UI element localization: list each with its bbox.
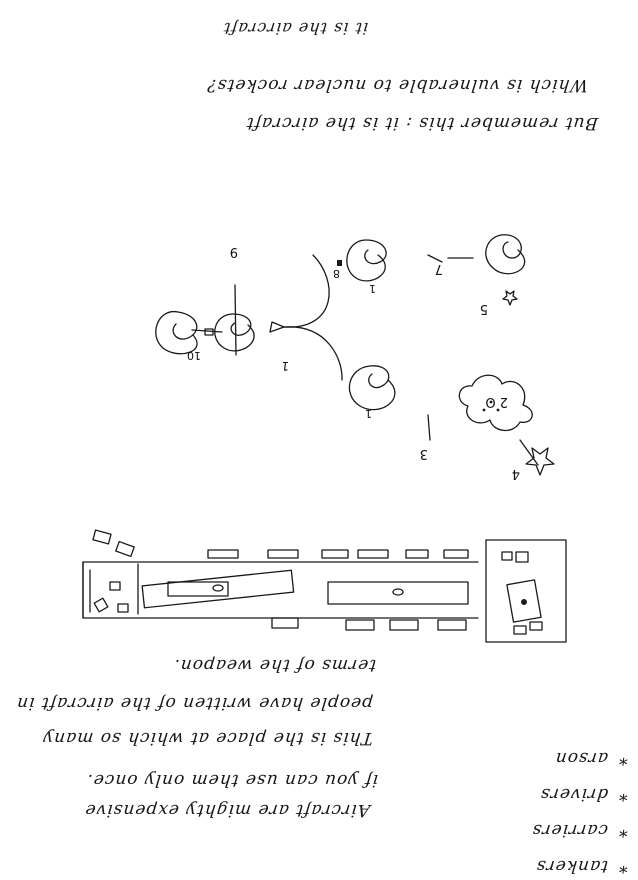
label-root-link: 10 — [187, 349, 201, 362]
enemy-arrow — [427, 254, 474, 263]
label-enemy-base: 5 — [480, 301, 488, 316]
upper-branch-node — [337, 239, 387, 282]
star-arrow — [519, 439, 539, 466]
root-left-node — [214, 313, 255, 352]
lower-branch — [283, 326, 343, 381]
landing-platform — [485, 539, 567, 643]
label-enemy-arrow: 7 — [435, 261, 443, 276]
lower-branch-node — [348, 365, 396, 411]
root-stem — [234, 284, 237, 356]
small-star-icon — [502, 290, 518, 306]
branch-arrowhead — [269, 321, 285, 333]
label-cloud-arrow: 3 — [420, 446, 428, 461]
carrier-sketch — [82, 529, 567, 643]
cloud-arrow — [427, 414, 431, 441]
label-upper-connector: 8 — [333, 267, 340, 280]
label-root-stem: 9 — [230, 244, 238, 259]
label-star-arrow: 4 — [512, 466, 520, 481]
label-cloud: 2 O — [485, 394, 508, 409]
cloud — [458, 374, 533, 432]
label-root-node: 1 — [280, 359, 290, 373]
star-icon — [525, 447, 555, 476]
platform-inner — [506, 579, 542, 623]
deck-block-2 — [141, 569, 295, 609]
root-node — [155, 311, 198, 355]
deck-block-3 — [167, 581, 229, 597]
root-link — [191, 329, 223, 333]
deck-marker-2 — [212, 584, 224, 592]
connector-dot — [337, 260, 342, 266]
deck-marker-1 — [392, 588, 404, 596]
deck-block-1 — [327, 581, 469, 605]
label-lower-node: 1 — [365, 407, 372, 420]
link-box — [204, 328, 214, 336]
enemy-node — [485, 234, 526, 275]
label-upper-node: 1 — [369, 282, 376, 295]
upper-branch — [283, 254, 330, 328]
